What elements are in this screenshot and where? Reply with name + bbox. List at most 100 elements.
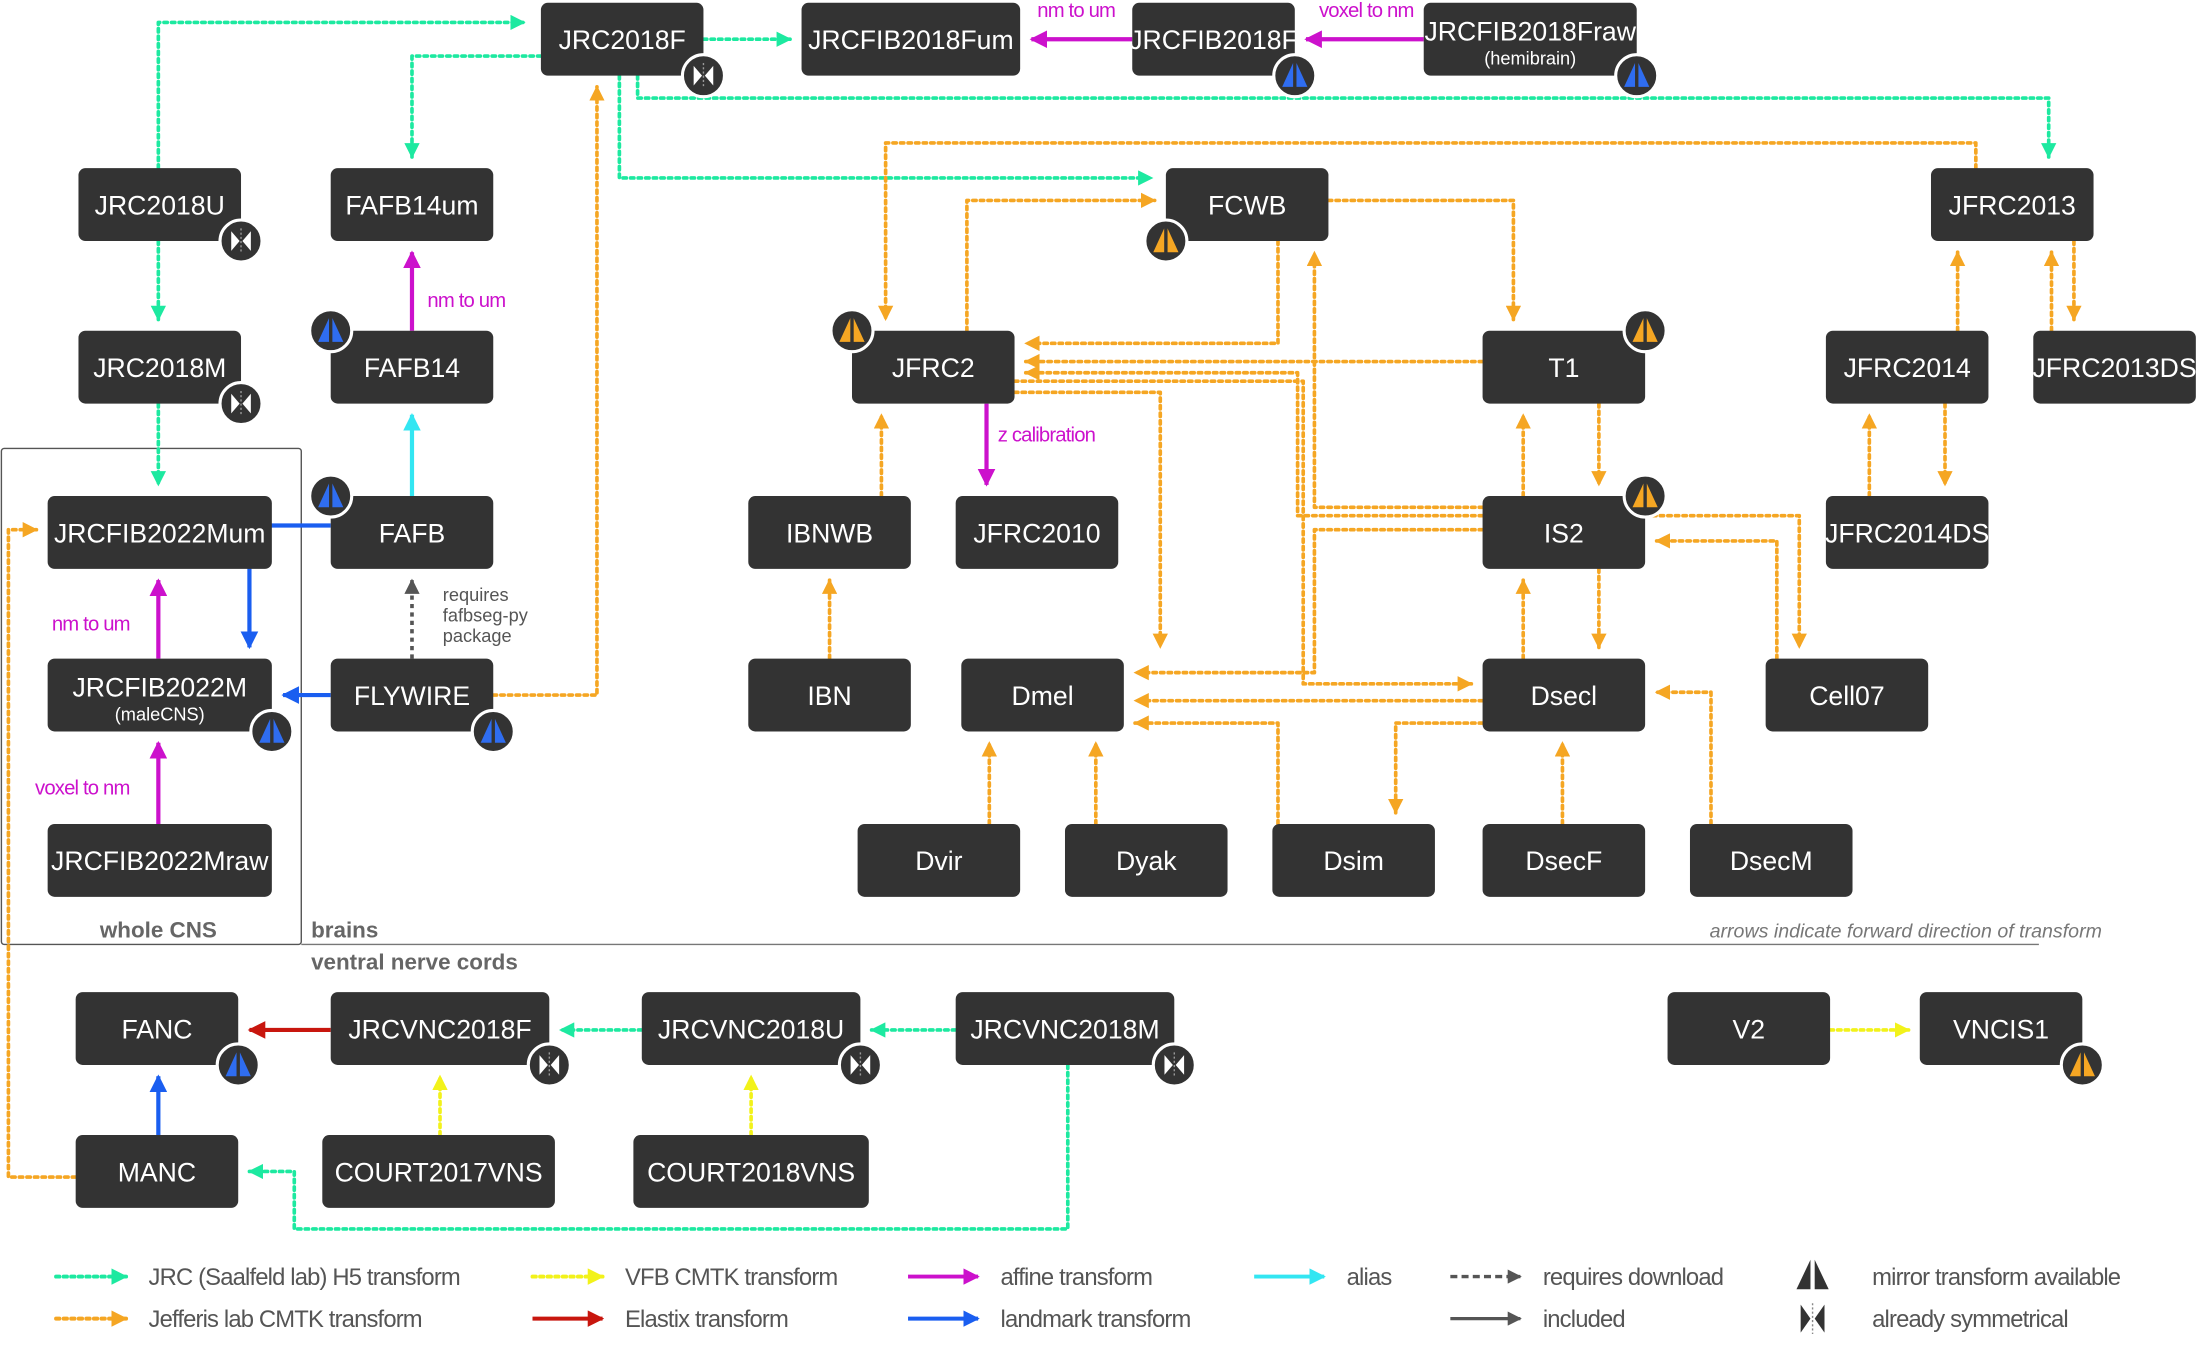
brains-label: brains bbox=[311, 917, 378, 942]
node-label-dsim: Dsim bbox=[1323, 846, 1384, 876]
legend-item-jrc: JRC (Saalfeld lab) H5 transform bbox=[54, 1264, 461, 1291]
node-jfrc2014: JFRC2014 bbox=[1825, 330, 1989, 404]
node-ibnwb: IBNWB bbox=[748, 496, 911, 569]
legend-label-requires: requires download bbox=[1543, 1264, 1723, 1291]
edge-flywire-to-jrc2018f bbox=[491, 85, 605, 697]
node-jfrc2014ds: JFRC2014DS bbox=[1825, 496, 1989, 569]
node-label-jrcvnc2018m: JRCVNC2018M bbox=[970, 1014, 1159, 1044]
node-vncis1: VNCIS1 bbox=[1919, 992, 2083, 1065]
node-label-jrcfib2022mum: JRCFIB2022Mum bbox=[54, 518, 265, 548]
node-label-jrc2018m: JRC2018M bbox=[93, 353, 226, 383]
node-jrc2018f: JRC2018F bbox=[540, 2, 704, 76]
edge-manc-to-jrcfib2022mum bbox=[6, 522, 78, 1179]
node-label-jfrc2014ds: JFRC2014DS bbox=[1825, 518, 1989, 548]
edge-is2-to-fcwb bbox=[1306, 250, 1485, 510]
legend-label-included: included bbox=[1543, 1306, 1625, 1333]
legend-item-elastix: Elastix transform bbox=[532, 1306, 789, 1333]
node-label-jrcfib2018f: JRCFIB2018F bbox=[1129, 25, 1298, 55]
edges-layer bbox=[6, 14, 2082, 1231]
node-jfrc2013ds: JFRC2013DS bbox=[2032, 330, 2197, 404]
node-label-ibn: IBN bbox=[807, 681, 851, 711]
node-cell07: Cell07 bbox=[1765, 658, 1929, 732]
badge-flywire-mirror-icon bbox=[470, 708, 516, 755]
legend-item-mirror: mirror transform available bbox=[1796, 1259, 2122, 1291]
node-label-manc: MANC bbox=[118, 1157, 196, 1187]
node-dmel: Dmel bbox=[961, 658, 1124, 732]
edge-is2-to-jfrc2 bbox=[1023, 365, 1485, 518]
node-label-jrcfib2018fraw: JRCFIB2018Fraw bbox=[1424, 17, 1636, 47]
whole-cns-label: whole CNS bbox=[99, 917, 217, 942]
node-label-jrcvnc2018f: JRCVNC2018F bbox=[348, 1014, 531, 1044]
node-label-dyak: Dyak bbox=[1116, 846, 1177, 876]
edge-fcwb-to-jfrc2 bbox=[1023, 239, 1280, 351]
node-label-jrc2018f: JRC2018F bbox=[559, 25, 686, 55]
node-fanc: FANC bbox=[75, 992, 239, 1065]
node-jrc2018u: JRC2018U bbox=[78, 168, 242, 242]
node-t1: T1 bbox=[1482, 330, 1646, 404]
node-label-dmel: Dmel bbox=[1012, 681, 1074, 711]
edge-jrcvnc2018m-to-manc bbox=[247, 1063, 1070, 1231]
edge-jrc2018f-to-fafb14um bbox=[404, 54, 543, 159]
badge-jrc2018m-symmetrical-icon bbox=[218, 381, 264, 427]
node-label-dsecm: DsecM bbox=[1730, 846, 1813, 876]
node-jrcvnc2018f: JRCVNC2018F bbox=[330, 992, 550, 1065]
edge-jfrc2-to-dsecl bbox=[1012, 379, 1474, 692]
edge-jfrc2-to-fcwb bbox=[965, 192, 1157, 333]
node-label-jfrc2: JFRC2 bbox=[892, 353, 975, 383]
legend-item-included: included bbox=[1450, 1306, 1626, 1333]
node-dsecm: DsecM bbox=[1689, 823, 1853, 897]
legend-label-mirror: mirror transform available bbox=[1872, 1264, 2121, 1291]
node-jfrc2013: JFRC2013 bbox=[1930, 168, 2094, 242]
edge-label-jrcfib2018fraw-to-jrcfib2018f: voxel to nm bbox=[1319, 0, 1414, 22]
node-label-vncis1: VNCIS1 bbox=[1953, 1014, 2049, 1044]
nodes-layer: JRC2018F JRCFIB2018Fum JRCFIB2018F JRCFIB20… bbox=[47, 2, 2197, 1208]
edge-jrc2018f-to-jfrc2013 bbox=[635, 73, 2057, 159]
node-court2017vns: COURT2017VNS bbox=[322, 1135, 555, 1208]
node-label-jfrc2013: JFRC2013 bbox=[1949, 190, 2076, 220]
node-jrc2018m: JRC2018M bbox=[78, 330, 242, 404]
legend-item-landmark: landmark transform bbox=[908, 1306, 1191, 1333]
node-dyak: Dyak bbox=[1064, 823, 1228, 897]
node-fafb: FAFB bbox=[330, 496, 494, 569]
node-label-jrcfib2018fum: JRCFIB2018Fum bbox=[808, 25, 1014, 55]
badge-jrcfib2018f-mirror-icon bbox=[1272, 53, 1318, 99]
node-sublabel-jrcfib2022m: (maleCNS) bbox=[115, 704, 205, 724]
node-label-jrcfib2022mraw: JRCFIB2022Mraw bbox=[51, 846, 269, 876]
legend-label-alias: alias bbox=[1347, 1264, 1393, 1291]
edge-jfrc2013-to-jfrc2 bbox=[877, 141, 1978, 322]
edge-label-fafb14-to-fafb14um: nm to um bbox=[427, 290, 505, 312]
node-label-jfrc2013ds: JFRC2013DS bbox=[2032, 353, 2196, 383]
direction-note: arrows indicate forward direction of tra… bbox=[1710, 920, 2102, 942]
node-dsecl: Dsecl bbox=[1482, 658, 1646, 732]
node-label-court2017vns: COURT2017VNS bbox=[335, 1157, 543, 1187]
edge-is2-to-dmel bbox=[1133, 527, 1485, 681]
legend-label-affine: affine transform bbox=[1001, 1264, 1153, 1291]
legend: JRC (Saalfeld lab) H5 transformJefferis … bbox=[54, 1259, 2122, 1335]
node-label-jfrc2014: JFRC2014 bbox=[1844, 353, 1971, 383]
node-label-fanc: FANC bbox=[121, 1014, 192, 1044]
node-label-flywire: FLYWIRE bbox=[354, 681, 470, 711]
node-sublabel-jrcfib2018fraw: (hemibrain) bbox=[1484, 48, 1576, 68]
badge-fcwb-mirror-icon bbox=[1143, 218, 1189, 264]
badge-jrcvnc2018f-symmetrical-icon bbox=[526, 1042, 572, 1088]
badge-jfrc2-mirror-icon bbox=[829, 308, 875, 354]
edge-cell07-to-is2 bbox=[1654, 533, 1779, 661]
node-label-fafb14um: FAFB14um bbox=[345, 190, 478, 220]
edge-dsim-to-dmel bbox=[1133, 715, 1280, 826]
legend-label-jefferis: Jefferis lab CMTK transform bbox=[149, 1306, 422, 1333]
edge-is2-to-cell07 bbox=[1643, 513, 1807, 650]
badge-is2-mirror-icon bbox=[1622, 473, 1668, 519]
node-fafb14: FAFB14 bbox=[330, 330, 494, 404]
node-jrcfib2022m: JRCFIB2022M(maleCNS) bbox=[47, 658, 272, 732]
node-v2: V2 bbox=[1667, 992, 1831, 1065]
legend-item-affine: affine transform bbox=[908, 1264, 1153, 1291]
vnc-label: ventral nerve cords bbox=[311, 950, 518, 975]
node-fcwb: FCWB bbox=[1165, 168, 1329, 242]
badge-jrc2018u-symmetrical-icon bbox=[218, 218, 264, 264]
node-jfrc2010: JFRC2010 bbox=[955, 496, 1119, 569]
legend-item-jefferis: Jefferis lab CMTK transform bbox=[54, 1306, 423, 1333]
node-label-fafb14: FAFB14 bbox=[364, 353, 460, 383]
